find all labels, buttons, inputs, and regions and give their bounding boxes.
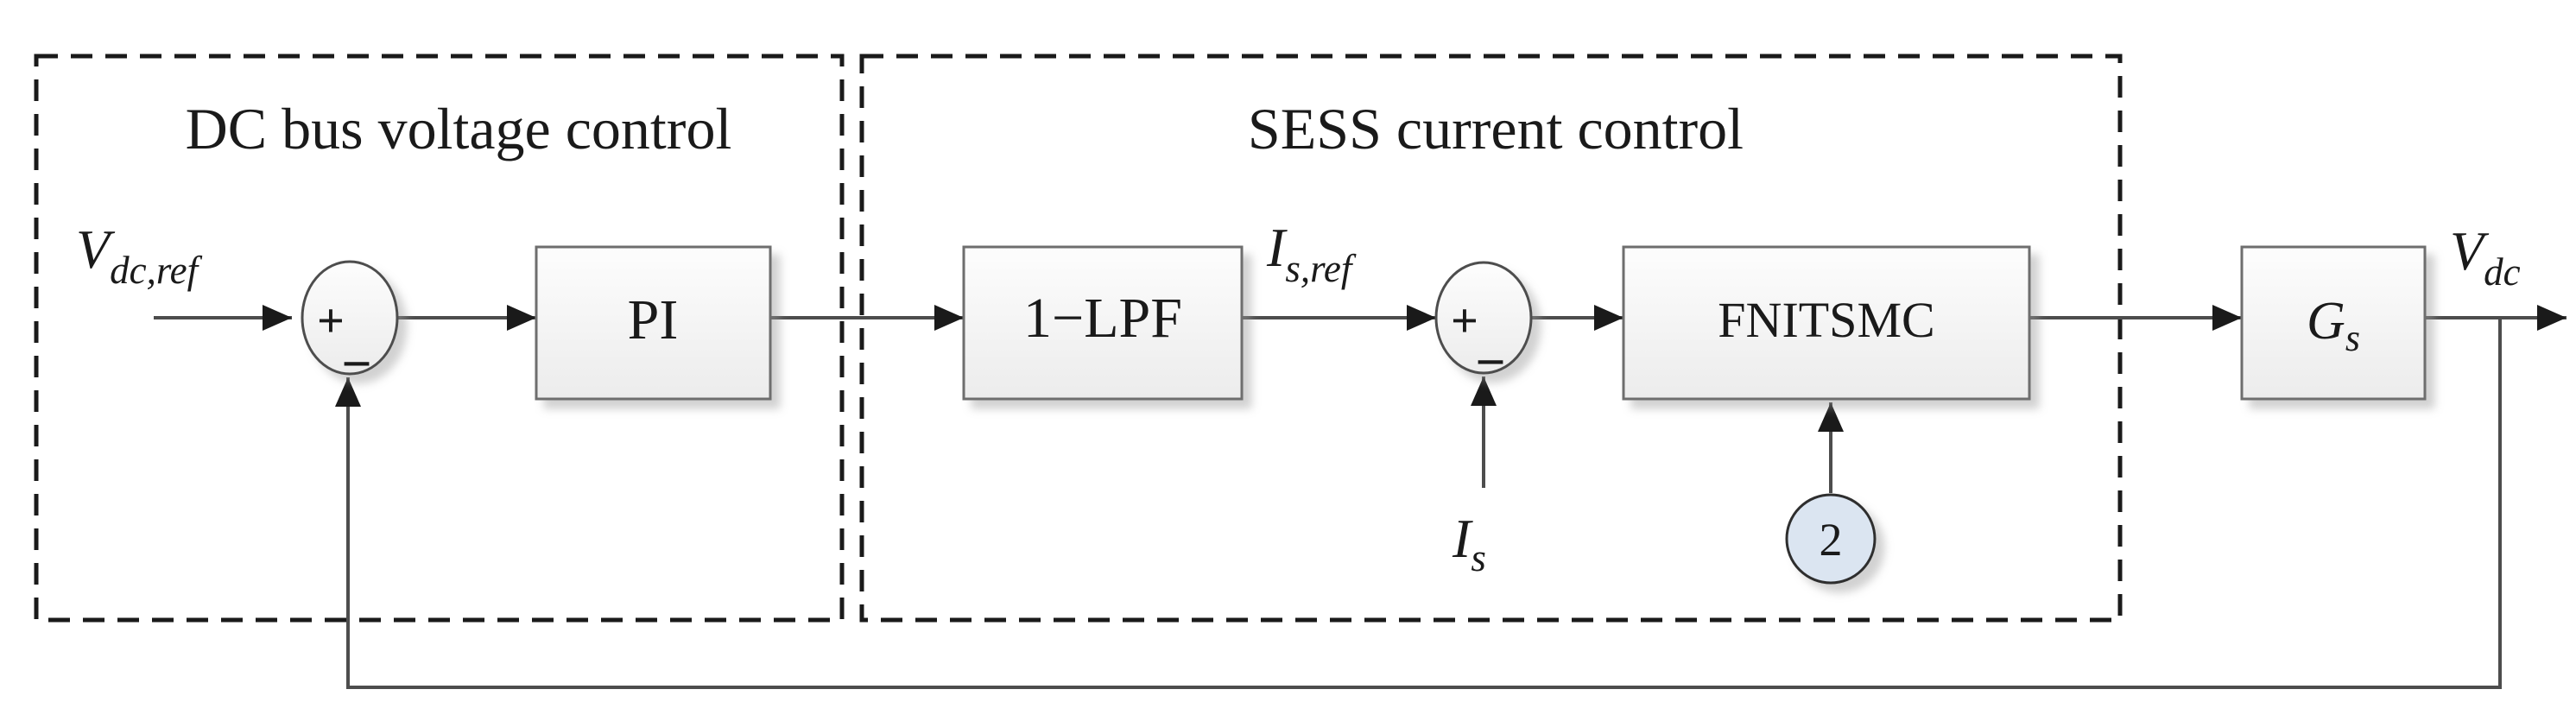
lpf-block: [962, 245, 1244, 401]
dc-bus-voltage-control-box: [34, 54, 845, 623]
sum2-plus-sign: +: [1451, 294, 1478, 348]
is-signal-label: Is: [1452, 508, 1486, 579]
pi-block: [535, 245, 772, 401]
wire-vdc-feedback-loop: [335, 318, 2502, 689]
sess-current-control-box: [859, 54, 2123, 623]
sum1-plus-sign: +: [317, 294, 345, 348]
fnitsmc-block: [1622, 245, 2031, 401]
sum-junction-2-circle: [1434, 261, 1533, 375]
gs-block-rect: [2240, 245, 2427, 401]
vdcref-signal-label: Vdc,ref: [76, 218, 203, 292]
pi-block-label: PI: [628, 288, 679, 351]
fnitsmc-block-label: FNITSMC: [1718, 292, 1934, 348]
gs-block-label: Gs: [2307, 292, 2360, 359]
badge-2-label: 2: [1820, 514, 1843, 566]
pi-block-rect: [535, 245, 772, 401]
sum-junction-1: [301, 260, 399, 376]
sum2-minus-sign: −: [1475, 333, 1505, 392]
lpf-block-label: 1−LPF: [1023, 287, 1182, 350]
dc-bus-voltage-control-title: DC bus voltage control: [186, 96, 732, 161]
isref-signal-label: Is,ref: [1266, 217, 1357, 290]
badge-2: [1785, 493, 1877, 585]
gs-block: [2240, 245, 2427, 401]
sum1-minus-sign: −: [341, 335, 371, 394]
sum-junction-1-circle: [301, 260, 399, 376]
badge-2-circle: [1785, 493, 1877, 585]
sum-junction-2: [1434, 261, 1533, 375]
sess-current-control-title: SESS current control: [1248, 96, 1744, 161]
vdc-signal-label: Vdc: [2450, 220, 2521, 294]
lpf-block-rect: [962, 245, 1244, 401]
fnitsmc-block-rect: [1622, 245, 2031, 401]
